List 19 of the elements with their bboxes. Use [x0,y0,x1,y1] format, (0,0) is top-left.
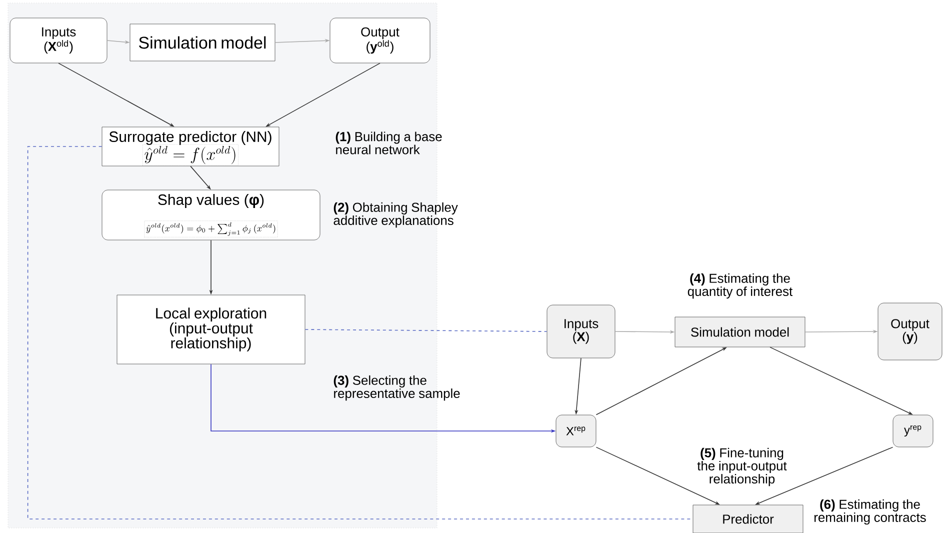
rounded-box: Output (y$^{old}$) [330,18,430,64]
step-caption: (4) Estimating the quantity of interest [688,273,793,299]
step-caption: (3) Selecting the representative sample [334,375,460,401]
rounded-box: Shap values (φ) $\hat{y}^{old}(x^{old}) = \phi_0 + \sum_{j=1}^{d} \phi_j\,(x^{old})$ [102,190,320,240]
process-box: Simulation model [130,24,276,62]
rounded-box: Inputs (X$^{old}$) [10,18,108,64]
step-caption: (6) Estimating the remaining contracts [814,499,926,525]
rounded-box: Inputs (X) [546,304,616,358]
rounded-box: Output (y) [878,302,942,360]
process-box: Surrogate predictor (NN) $\hat{y}^{old} = f(x^{old})$ [102,126,280,166]
rounded-box: X$^{rep}$ [556,414,596,448]
process-box: Predictor [692,504,804,533]
step-caption: (2) Obtaining Shapley additive explanations [334,202,458,228]
step-caption: (1) Building a base neural network [336,132,442,154]
connector-line [304,329,548,332]
process-box: Simulation model [674,316,806,348]
step-caption: (5) Fine-tuning the input-output relationship [697,448,787,486]
process-box: Local exploration (input-output relationship) [116,294,306,364]
rounded-box: y$^{rep}$ [892,414,934,448]
